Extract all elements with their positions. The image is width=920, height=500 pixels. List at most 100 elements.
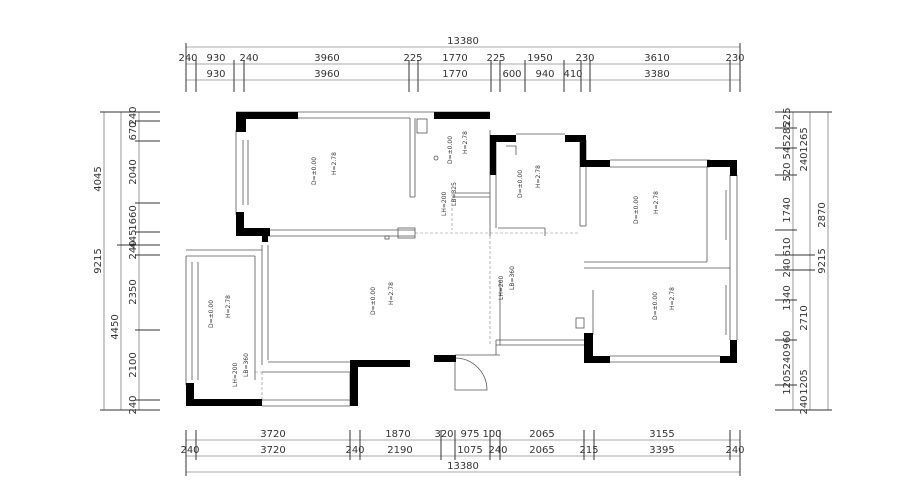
dim-label: 1205 [782,369,793,394]
dim-label: 2040 [128,159,139,184]
opening-width: LB=360 [509,266,516,290]
dim-label: 240 [488,445,507,456]
dim-label: 2100 [128,352,139,377]
dim-label: 240 [345,445,364,456]
opening-label-balcony: LB=360 LH=200 [232,353,250,387]
dim-label: 2350 [128,279,139,304]
dim-label: 4450 [110,314,121,339]
opening-width: LB=360 [243,353,250,377]
dim-label: 9215 [817,248,828,273]
room-height: H=2.78 [669,287,676,310]
dim-label: 240 [799,395,810,414]
dim-label: 545 [782,140,793,159]
room-floor: D=±0.00 [311,157,318,185]
dim-label: 3960 [314,53,339,64]
room-floor: D=±0.00 [370,287,377,315]
dim-label: 225 [403,53,422,64]
dim-label: 3395 [649,445,674,456]
dim-label: 240 [180,445,199,456]
top-total-dimension: 13380 [447,36,479,47]
room-height: H=2.78 [225,295,232,318]
dim-label: 610 [782,237,793,256]
dim-label: 3155 [649,429,674,440]
room-height: H=2.78 [653,191,660,214]
dim-label: 240 [128,395,139,414]
dim-label: 410 [563,69,582,80]
dim-label: 2065 [529,429,554,440]
dim-label: 4045 [93,166,104,191]
dim-label: 285 [782,121,793,140]
dim-label: 1770 [442,69,467,80]
dim-label: 1205 [799,369,810,394]
bottom-dimensions: 3720 1870 320 975 100 2065 3155 240 3720… [180,429,745,476]
room-height: H=2.78 [388,282,395,305]
dim-label: 240 [725,445,744,456]
dim-label: 975 [460,429,479,440]
dim-label: 930 [206,53,225,64]
room-labels: H=2.78 D=±0.00 H=2.78 D=±0.00 H=2.78 D=±… [208,131,676,328]
room-label-bathroom: H=2.78 D=±0.00 [517,165,542,198]
dim-label: 215 [579,445,598,456]
room-label-kitchen: H=2.78 D=±0.00 [447,131,469,164]
top-dimensions: 13380 240 930 240 3960 225 1770 225 1950… [178,36,745,92]
room-label-living-room: H=2.78 D=±0.00 [370,282,395,315]
opening-label-kitchen: LB=325 LH=200 [441,182,458,216]
dim-label: 3720 [260,445,285,456]
dim-label: 1770 [442,53,467,64]
dim-label: 240 [799,152,810,171]
dim-label: 230 [725,53,744,64]
bottom-total-dimension: 13380 [447,461,479,472]
right-dimensions: 2870 9215 2710 225 1265 240 285 545 520 … [775,107,832,415]
dim-label: 1075 [457,445,482,456]
dim-label: 3610 [644,53,669,64]
dim-label: 230 [575,53,594,64]
room-floor: D=±0.00 [208,300,215,328]
room-label-balcony: H=2.78 D=±0.00 [208,295,232,328]
dim-label: 1265 [799,127,810,152]
dim-label: 240 [782,350,793,369]
opening-height: LH=200 [498,275,505,300]
solid-walls [186,112,737,406]
room-label-bedroom-top-left: H=2.78 D=±0.00 [311,152,338,185]
dim-label: 225 [782,107,793,126]
dim-label: 1950 [527,53,552,64]
dim-label: 960 [782,330,793,349]
room-height: H=2.78 [462,131,469,154]
room-floor: D=±0.00 [652,292,659,320]
dim-label: 9215 [93,248,104,273]
opening-height: LH=200 [232,362,239,387]
dim-label: 1740 [782,197,793,222]
opening-label-corridor: LB=360 LH=200 [498,266,516,300]
room-height: H=2.78 [535,165,542,188]
dim-label: 940 [535,69,554,80]
room-label-bedroom-bottom-right: H=2.78 D=±0.00 [652,287,676,320]
dim-label: 320 [434,429,453,440]
dim-label: 240 [128,106,139,125]
dim-label: 2870 [817,202,828,227]
opening-width: LB=325 [451,182,458,206]
dim-label: 3960 [314,69,339,80]
opening-labels: LB=325 LH=200 LB=360 LH=200 LB=360 LH=20… [232,182,516,387]
dim-label: 225 [486,53,505,64]
dim-label: 1870 [385,429,410,440]
opening-height: LH=200 [441,191,448,216]
room-floor: D=±0.00 [517,170,524,198]
dim-label: 2190 [387,445,412,456]
dim-label: 240 [239,53,258,64]
dim-label: 520 [782,162,793,181]
room-label-bedroom-top-right: H=2.78 D=±0.00 [633,191,660,224]
dim-label: 2710 [799,305,810,330]
dim-label: 1340 [782,285,793,310]
dim-label: 240 [128,240,139,259]
dim-label: 445 [128,229,139,248]
dim-label: 2065 [529,445,554,456]
left-dimensions: 4045 9215 4450 240 670 2040 1660 445 240… [93,106,160,415]
dim-label: 3380 [644,69,669,80]
dim-label: 1660 [128,205,139,230]
room-height: H=2.78 [331,152,338,175]
dim-label: 3720 [260,429,285,440]
dim-label: 600 [502,69,521,80]
dim-label: 670 [128,121,139,140]
dim-label: 240 [782,258,793,277]
